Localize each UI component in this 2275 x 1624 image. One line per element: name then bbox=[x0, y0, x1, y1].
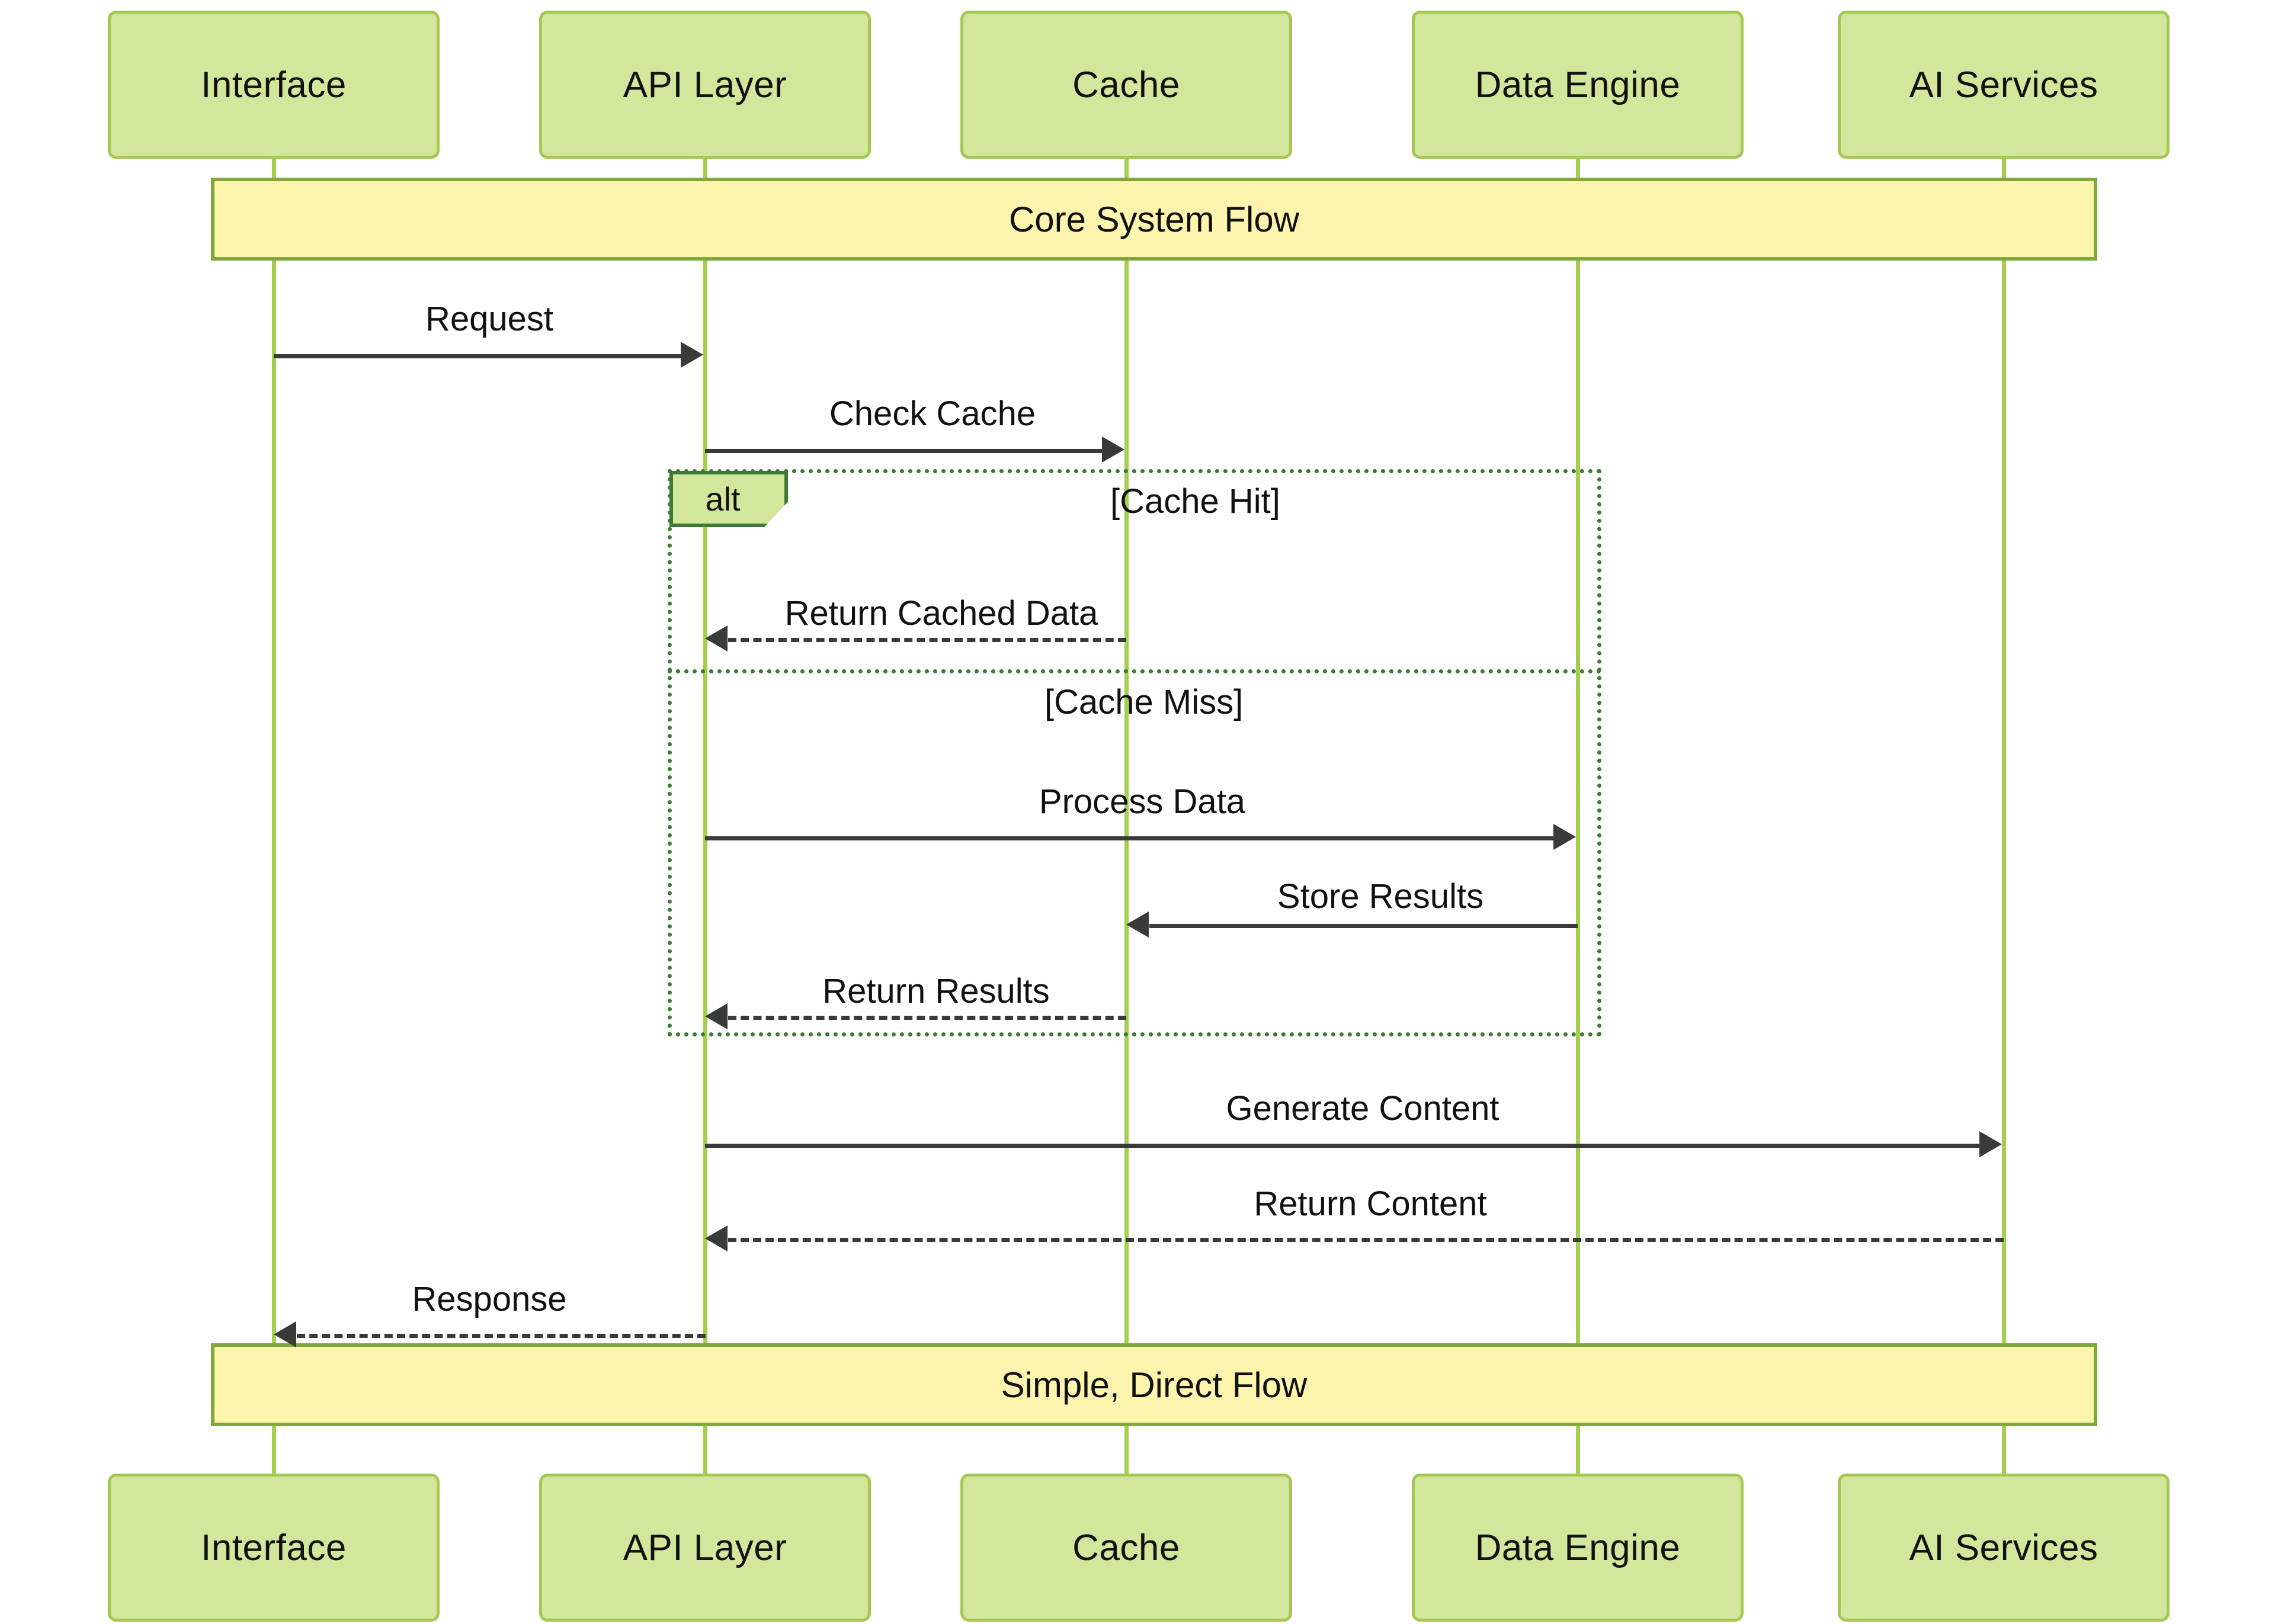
message-line-store-results bbox=[1149, 924, 1578, 928]
participant-label: Data Engine bbox=[1475, 1527, 1681, 1568]
alt-condition-cache-miss: [Cache Miss] bbox=[1044, 683, 1244, 721]
participant-label: AI Services bbox=[1909, 1527, 2098, 1568]
participant-label: API Layer bbox=[623, 1527, 787, 1568]
note-simple-direct-flow: Simple, Direct Flow bbox=[211, 1343, 2097, 1426]
message-label-check-cache: Check Cache bbox=[829, 394, 1036, 433]
participant-bottom-interface[interactable]: Interface bbox=[108, 1474, 440, 1622]
message-label-return-content: Return Content bbox=[1254, 1185, 1487, 1223]
participant-top-api-layer[interactable]: API Layer bbox=[539, 11, 871, 159]
lifeline-cache bbox=[1124, 159, 1129, 1474]
alt-fragment-frame bbox=[668, 469, 1601, 1036]
participant-bottom-data-engine[interactable]: Data Engine bbox=[1412, 1474, 1744, 1622]
arrow-head-store-results bbox=[1126, 912, 1149, 938]
arrow-head-return-cached-data bbox=[705, 625, 728, 651]
alt-fragment-divider bbox=[668, 669, 1601, 673]
participant-top-ai-services[interactable]: AI Services bbox=[1838, 11, 2170, 159]
participant-label: Cache bbox=[1072, 64, 1180, 105]
alt-condition-cache-hit: [Cache Hit] bbox=[1110, 482, 1280, 521]
participant-top-interface[interactable]: Interface bbox=[108, 11, 440, 159]
message-line-process-data bbox=[705, 836, 1555, 840]
arrow-head-response bbox=[274, 1321, 296, 1347]
message-label-generate-content: Generate Content bbox=[1226, 1089, 1499, 1128]
participant-top-cache[interactable]: Cache bbox=[960, 11, 1292, 159]
note-label: Simple, Direct Flow bbox=[1001, 1365, 1308, 1405]
message-line-return-content bbox=[728, 1238, 2004, 1242]
participant-label: Cache bbox=[1072, 1527, 1180, 1568]
participant-label: Data Engine bbox=[1475, 64, 1681, 105]
message-label-return-results: Return Results bbox=[822, 972, 1050, 1010]
message-label-request: Request bbox=[425, 300, 554, 338]
participant-label: Interface bbox=[201, 1527, 347, 1568]
message-label-store-results: Store Results bbox=[1277, 877, 1484, 916]
lifeline-interface bbox=[272, 159, 276, 1474]
note-core-system-flow: Core System Flow bbox=[211, 178, 2097, 261]
message-line-check-cache bbox=[705, 449, 1103, 453]
message-line-return-results bbox=[728, 1016, 1126, 1020]
alt-fragment-tab[interactable]: alt bbox=[669, 471, 788, 527]
participant-label: API Layer bbox=[623, 64, 787, 105]
arrow-head-return-results bbox=[705, 1003, 728, 1029]
message-label-process-data: Process Data bbox=[1039, 782, 1246, 821]
message-line-generate-content bbox=[705, 1144, 1981, 1148]
message-line-return-cached-data bbox=[728, 638, 1126, 642]
arrow-head-return-content bbox=[705, 1225, 728, 1251]
lifeline-api-layer bbox=[703, 159, 707, 1474]
participant-label: Interface bbox=[201, 64, 347, 105]
alt-tab-label: alt bbox=[705, 480, 741, 518]
note-label: Core System Flow bbox=[1008, 199, 1300, 239]
participant-bottom-ai-services[interactable]: AI Services bbox=[1838, 1474, 2170, 1622]
arrow-head-process-data bbox=[1553, 824, 1576, 850]
message-label-return-cached-data: Return Cached Data bbox=[784, 594, 1098, 633]
lifeline-data-engine bbox=[1576, 159, 1580, 1474]
participant-top-data-engine[interactable]: Data Engine bbox=[1412, 11, 1744, 159]
message-label-response: Response bbox=[412, 1280, 567, 1318]
message-line-request bbox=[274, 354, 682, 358]
participant-bottom-api-layer[interactable]: API Layer bbox=[539, 1474, 871, 1622]
message-line-response bbox=[297, 1334, 706, 1338]
arrow-head-request bbox=[681, 342, 703, 368]
arrow-head-generate-content bbox=[1979, 1131, 2002, 1157]
participant-bottom-cache[interactable]: Cache bbox=[960, 1474, 1292, 1622]
lifeline-ai-services bbox=[2002, 159, 2006, 1474]
arrow-head-check-cache bbox=[1102, 437, 1124, 463]
participant-label: AI Services bbox=[1909, 64, 2098, 105]
